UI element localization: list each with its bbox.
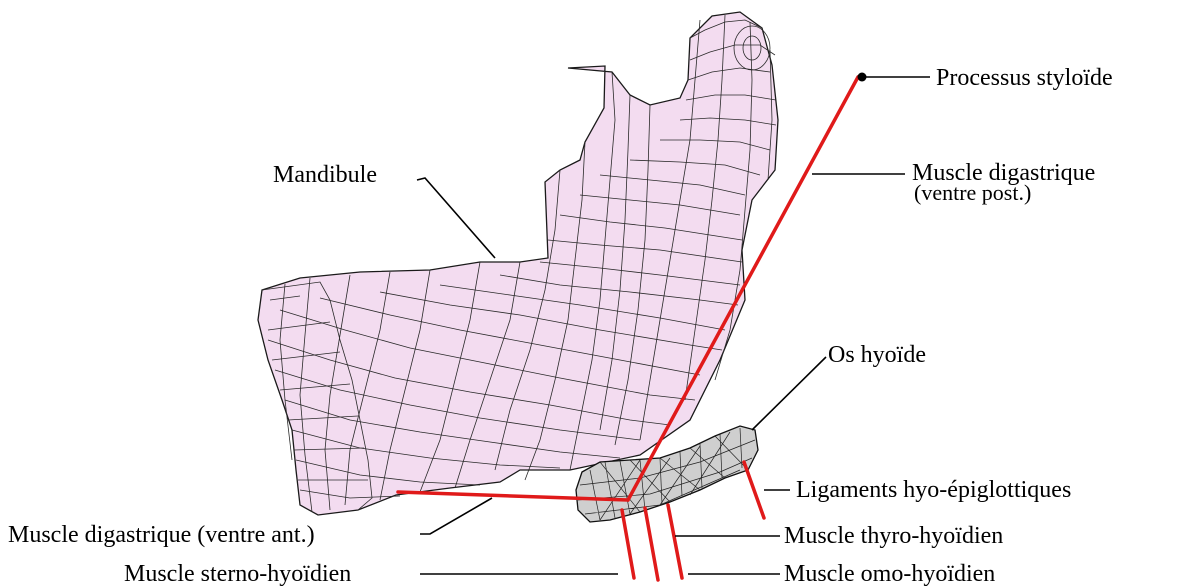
label-muscle-digastrique-post-line2: (ventre post.) (914, 180, 1031, 205)
sterno-hyoid-muscle (622, 510, 634, 578)
hyo-epiglottic-ligament (744, 462, 764, 518)
label-ligaments-hyo-epiglottiques: Ligaments hyo-épiglottiques (796, 477, 1071, 503)
leader-os-hyoide (752, 357, 826, 430)
thyro-hyoid-muscle (668, 505, 682, 578)
label-muscle-sterno-hyoidien: Muscle sterno-hyoïdien (124, 561, 351, 587)
label-muscle-thyro-hyoidien: Muscle thyro-hyoïdien (784, 523, 1003, 549)
label-muscle-omo-hyoidien: Muscle omo-hyoïdien (784, 561, 995, 587)
leader-digastrique-ant (420, 498, 492, 534)
label-processus-styloide: Processus styloïde (936, 65, 1113, 91)
mandible-outline (258, 12, 778, 515)
mandible-mesh (258, 12, 778, 515)
label-muscle-digastrique-ant: Muscle digastrique (ventre ant.) (8, 522, 315, 548)
leader-mandibule (417, 178, 495, 258)
label-os-hyoide: Os hyoïde (828, 342, 926, 368)
omo-hyoid-muscle (645, 508, 658, 580)
label-mandibule: Mandibule (273, 162, 377, 188)
